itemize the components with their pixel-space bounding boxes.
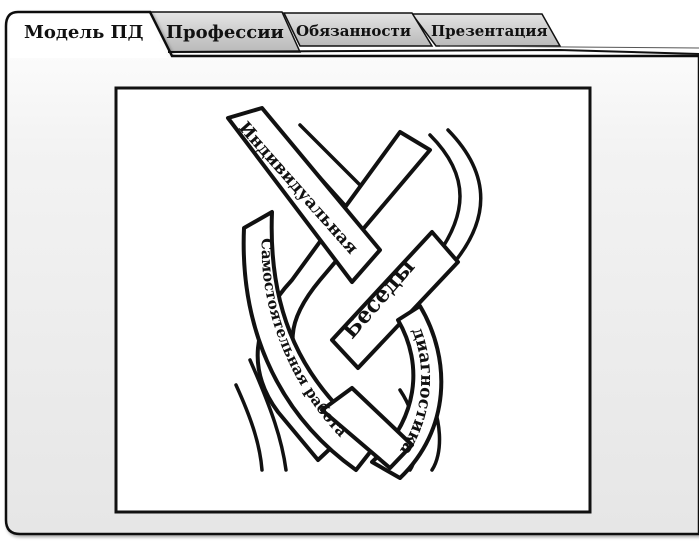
- tab-presentation-label: Презентация: [431, 22, 548, 40]
- tab-model-pd-label: Модель ПД: [24, 22, 144, 43]
- tab-duties-label: Обязанности: [296, 22, 411, 40]
- tab-professions[interactable]: Профессии: [150, 12, 300, 52]
- tab-presentation[interactable]: Презентация: [412, 14, 560, 46]
- tab-model-pd[interactable]: Модель ПД: [10, 16, 168, 58]
- panel-top-edge: [168, 50, 699, 54]
- panel-top-edge-shadow: [440, 46, 699, 48]
- tab-duties[interactable]: Обязанности: [284, 13, 432, 46]
- tab-professions-label: Профессии: [166, 22, 284, 43]
